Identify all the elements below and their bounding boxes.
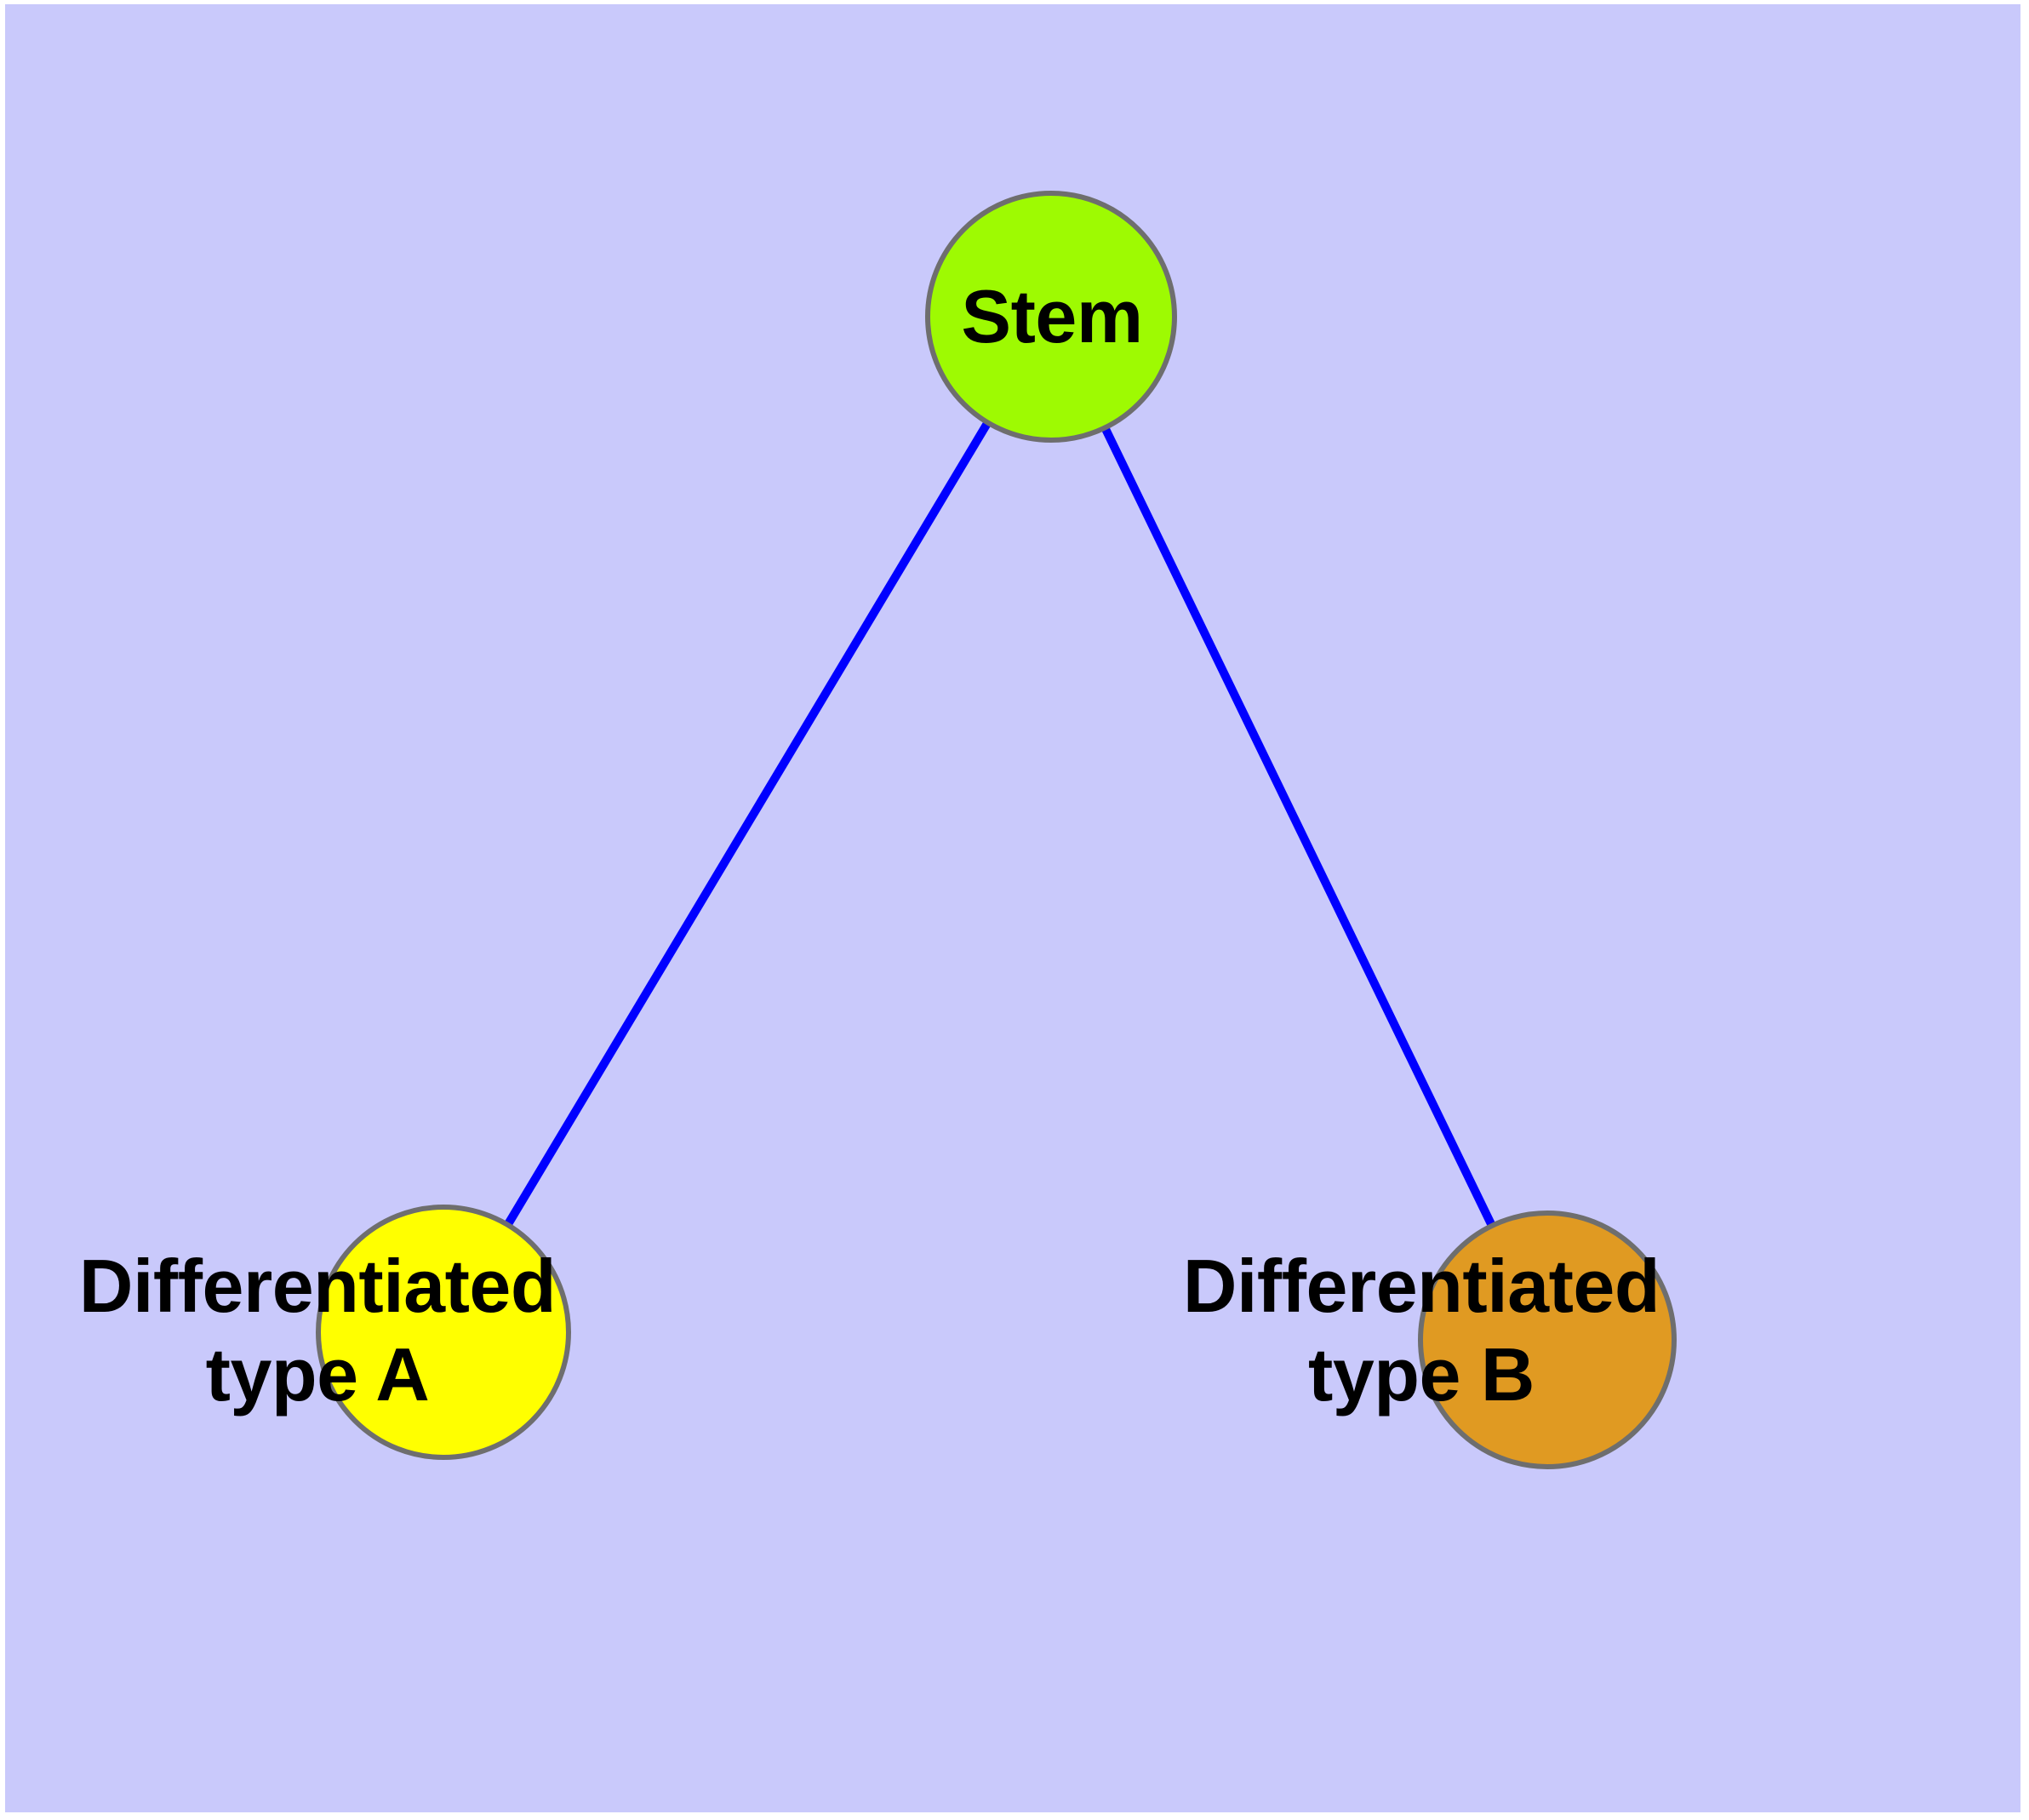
node-layer <box>316 191 1677 1469</box>
graph-node-diff_a[interactable] <box>316 1205 571 1460</box>
graph-node-diff_b[interactable] <box>1418 1210 1677 1469</box>
edge-layer <box>500 415 1499 1233</box>
graph-node-stem[interactable] <box>925 191 1177 443</box>
graph-edge-stem-diff_b <box>1098 420 1499 1233</box>
graph-edge-stem-diff_a <box>500 415 995 1233</box>
graph-svg <box>316 191 1677 1469</box>
